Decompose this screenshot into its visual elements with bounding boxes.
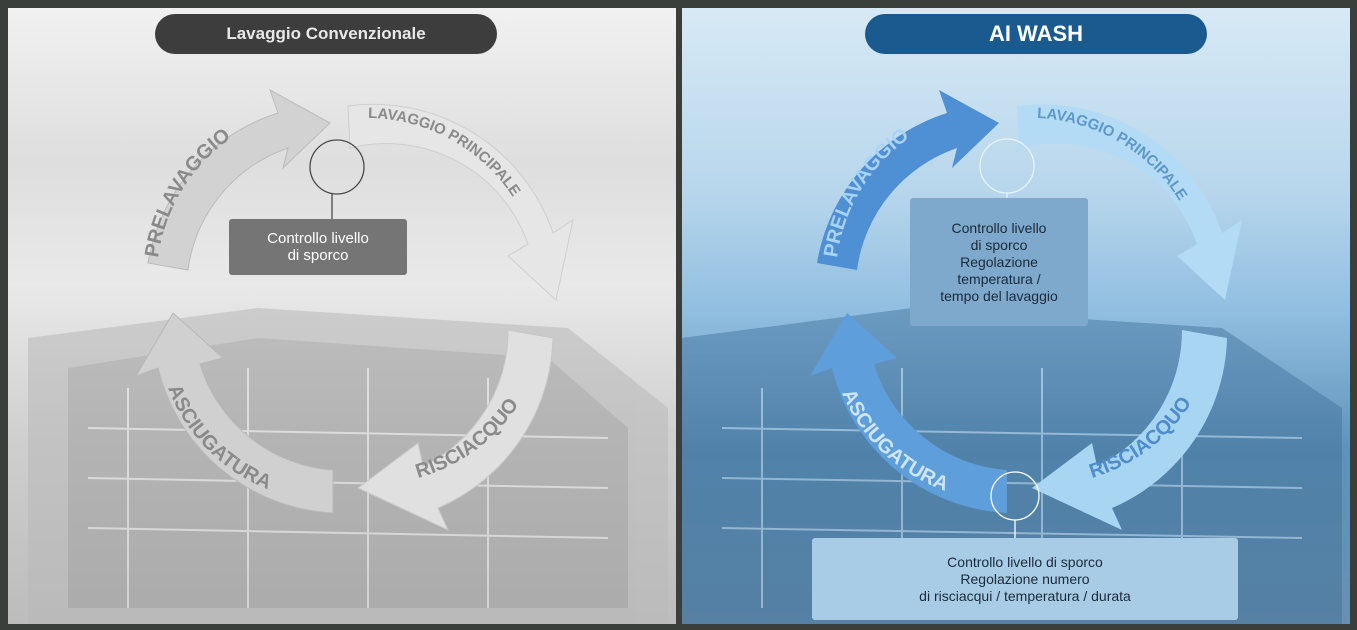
cycle-arrows: [134, 88, 574, 532]
comparison-frame: PRELAVAGGIO LAVAGGIO PRINCIPALE RISCIACQ…: [8, 8, 1351, 624]
dishwasher-tub-image: [28, 308, 668, 624]
checkpoint-circle: [309, 139, 365, 195]
ai-wash-note-top: Controllo livello di sporco Regolazione …: [910, 198, 1088, 326]
ai-wash-title: AI WASH: [865, 14, 1207, 54]
conventional-wash-title: Lavaggio Convenzionale: [155, 14, 497, 54]
conventional-wash-panel: PRELAVAGGIO LAVAGGIO PRINCIPALE RISCIACQ…: [8, 8, 676, 624]
cycle-arrows: [810, 90, 1242, 530]
ai-wash-note-bottom: Controllo livello di sporco Regolazione …: [812, 538, 1238, 620]
checkpoint-circle-top: [979, 138, 1035, 194]
conventional-note: Controllo livello di sporco: [229, 219, 407, 275]
conventional-cycle-illustration: PRELAVAGGIO LAVAGGIO PRINCIPALE RISCIACQ…: [28, 88, 668, 624]
